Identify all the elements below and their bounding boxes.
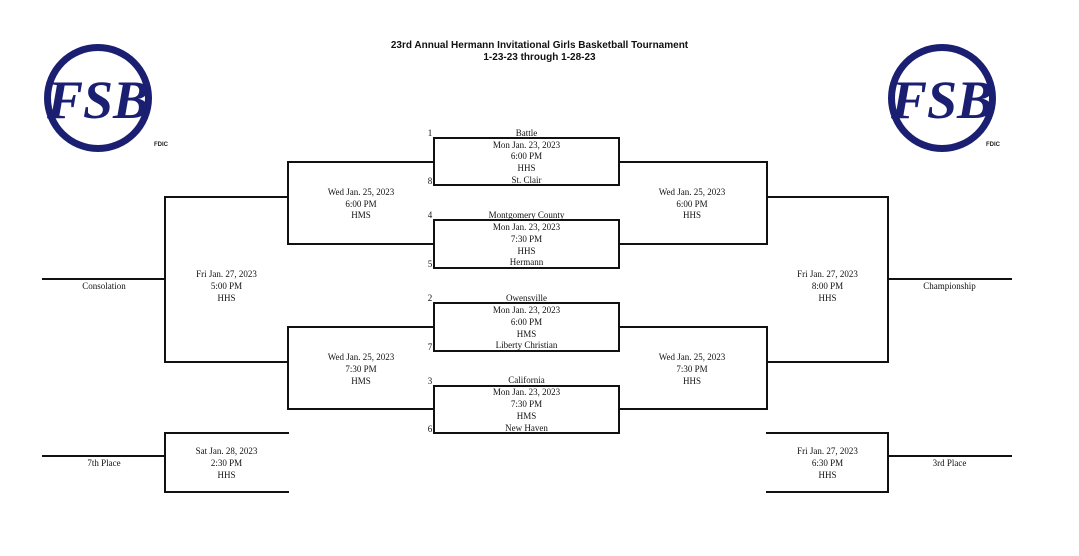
- logo-mark: FSB: [890, 70, 993, 130]
- game-date: Sat Jan. 28, 2023: [195, 446, 258, 456]
- bracket-line: [766, 361, 889, 363]
- bracket-line: [618, 408, 768, 410]
- third-place-label: 3rd Place: [932, 458, 967, 468]
- seed-number: 5: [427, 259, 433, 269]
- bank-logo-right: FSB FDIC: [888, 44, 1001, 152]
- bracket-line: [164, 196, 289, 198]
- championship-label: Championship: [923, 281, 976, 291]
- game-time: 6:00 PM: [676, 199, 708, 209]
- game-time: 6:00 PM: [510, 317, 543, 327]
- game-site: HHS: [217, 293, 236, 303]
- game-time: 6:30 PM: [811, 458, 844, 468]
- game-site: HHS: [517, 246, 536, 256]
- game-site: HHS: [818, 470, 837, 480]
- bracket-line: [766, 161, 768, 245]
- logo-mark: FSB: [46, 70, 149, 130]
- team-name: Battle: [515, 128, 538, 138]
- game-time: 6:00 PM: [345, 199, 377, 209]
- seed-number: 3: [427, 376, 433, 386]
- fdic-text: FDIC: [154, 142, 169, 148]
- consolation-label: Consolation: [82, 281, 126, 291]
- bracket-line: [766, 326, 768, 410]
- game-date: Wed Jan. 25, 2023: [327, 187, 395, 197]
- game-site: HMS: [351, 210, 371, 220]
- bracket-line: [287, 243, 435, 245]
- bracket-line: [618, 243, 768, 245]
- bracket-line: [766, 432, 889, 434]
- bracket-line: [287, 161, 435, 163]
- seventh-place-label: 7th Place: [87, 458, 121, 468]
- game-date: Mon Jan. 23, 2023: [492, 140, 561, 150]
- game-date: Fri Jan. 27, 2023: [196, 269, 257, 279]
- team-name: St. Clair: [511, 175, 542, 185]
- game-time: 7:30 PM: [510, 234, 543, 244]
- bracket-line: [433, 219, 620, 221]
- game-site: HMS: [516, 329, 537, 339]
- game-time: 6:00 PM: [510, 151, 543, 161]
- bracket-line: [618, 326, 768, 328]
- bracket-line: [887, 455, 1012, 457]
- bracket-line: [42, 278, 166, 280]
- bracket-line: [887, 432, 889, 493]
- game-site: HHS: [217, 470, 236, 480]
- bank-logo-left: FSB FDIC: [44, 44, 169, 152]
- bracket-line: [164, 432, 166, 493]
- page-title: 23rd Annual Hermann Invitational Girls B…: [390, 40, 689, 51]
- game-date: Wed Jan. 25, 2023: [658, 352, 726, 362]
- game-site: HHS: [682, 376, 701, 386]
- bracket-line: [164, 432, 289, 434]
- bracket-line: [766, 491, 889, 493]
- bracket-line: [287, 408, 435, 410]
- page-subtitle: 1-23-23 through 1-28-23: [483, 52, 596, 63]
- game-site: HMS: [516, 411, 537, 421]
- bracket-line: [42, 455, 166, 457]
- bracket-line: [433, 267, 620, 269]
- seed-number: 1: [427, 128, 433, 138]
- seed-number: 2: [427, 293, 433, 303]
- game-date: Mon Jan. 23, 2023: [492, 222, 561, 232]
- game-time: 7:30 PM: [676, 364, 708, 374]
- game-date: Wed Jan. 25, 2023: [327, 352, 395, 362]
- game-site: HHS: [818, 293, 837, 303]
- game-time: 5:00 PM: [210, 281, 243, 291]
- bracket-line: [287, 326, 435, 328]
- game-time: 2:30 PM: [210, 458, 243, 468]
- bracket-line: [618, 161, 768, 163]
- seed-number: 8: [427, 176, 433, 186]
- game-date: Fri Jan. 27, 2023: [797, 446, 858, 456]
- bracket-line: [766, 196, 889, 198]
- bracket-line: [287, 161, 289, 245]
- game-date: Mon Jan. 23, 2023: [492, 305, 561, 315]
- fdic-text: FDIC: [986, 142, 1001, 148]
- bracket-line: [287, 326, 289, 410]
- game-site: HMS: [351, 376, 371, 386]
- game-time: 8:00 PM: [811, 281, 844, 291]
- team-name: Hermann: [509, 257, 544, 267]
- game-date: Fri Jan. 27, 2023: [797, 269, 858, 279]
- game-site: HHS: [517, 163, 536, 173]
- bracket-line: [433, 385, 620, 387]
- seed-number: 7: [427, 342, 433, 352]
- bracket-line: [164, 361, 289, 363]
- game-site: HHS: [682, 210, 701, 220]
- seed-number: 6: [427, 424, 433, 434]
- bracket-line: [433, 302, 620, 304]
- game-date: Wed Jan. 25, 2023: [658, 187, 726, 197]
- bracket-line: [433, 350, 620, 352]
- team-name: Liberty Christian: [495, 340, 558, 350]
- game-time: 7:30 PM: [345, 364, 377, 374]
- bracket-line: [433, 184, 620, 186]
- seed-number: 4: [427, 210, 433, 220]
- game-date: Mon Jan. 23, 2023: [492, 387, 561, 397]
- bracket-line: [164, 491, 289, 493]
- game-time: 7:30 PM: [510, 399, 543, 409]
- bracket-line: [887, 278, 1012, 280]
- team-name: Montgomery County: [488, 210, 565, 220]
- team-name: New Haven: [505, 423, 548, 433]
- team-name: Owensville: [506, 293, 547, 303]
- bracket-line: [433, 432, 620, 434]
- team-name: California: [508, 375, 545, 385]
- bracket-line: [433, 137, 620, 139]
